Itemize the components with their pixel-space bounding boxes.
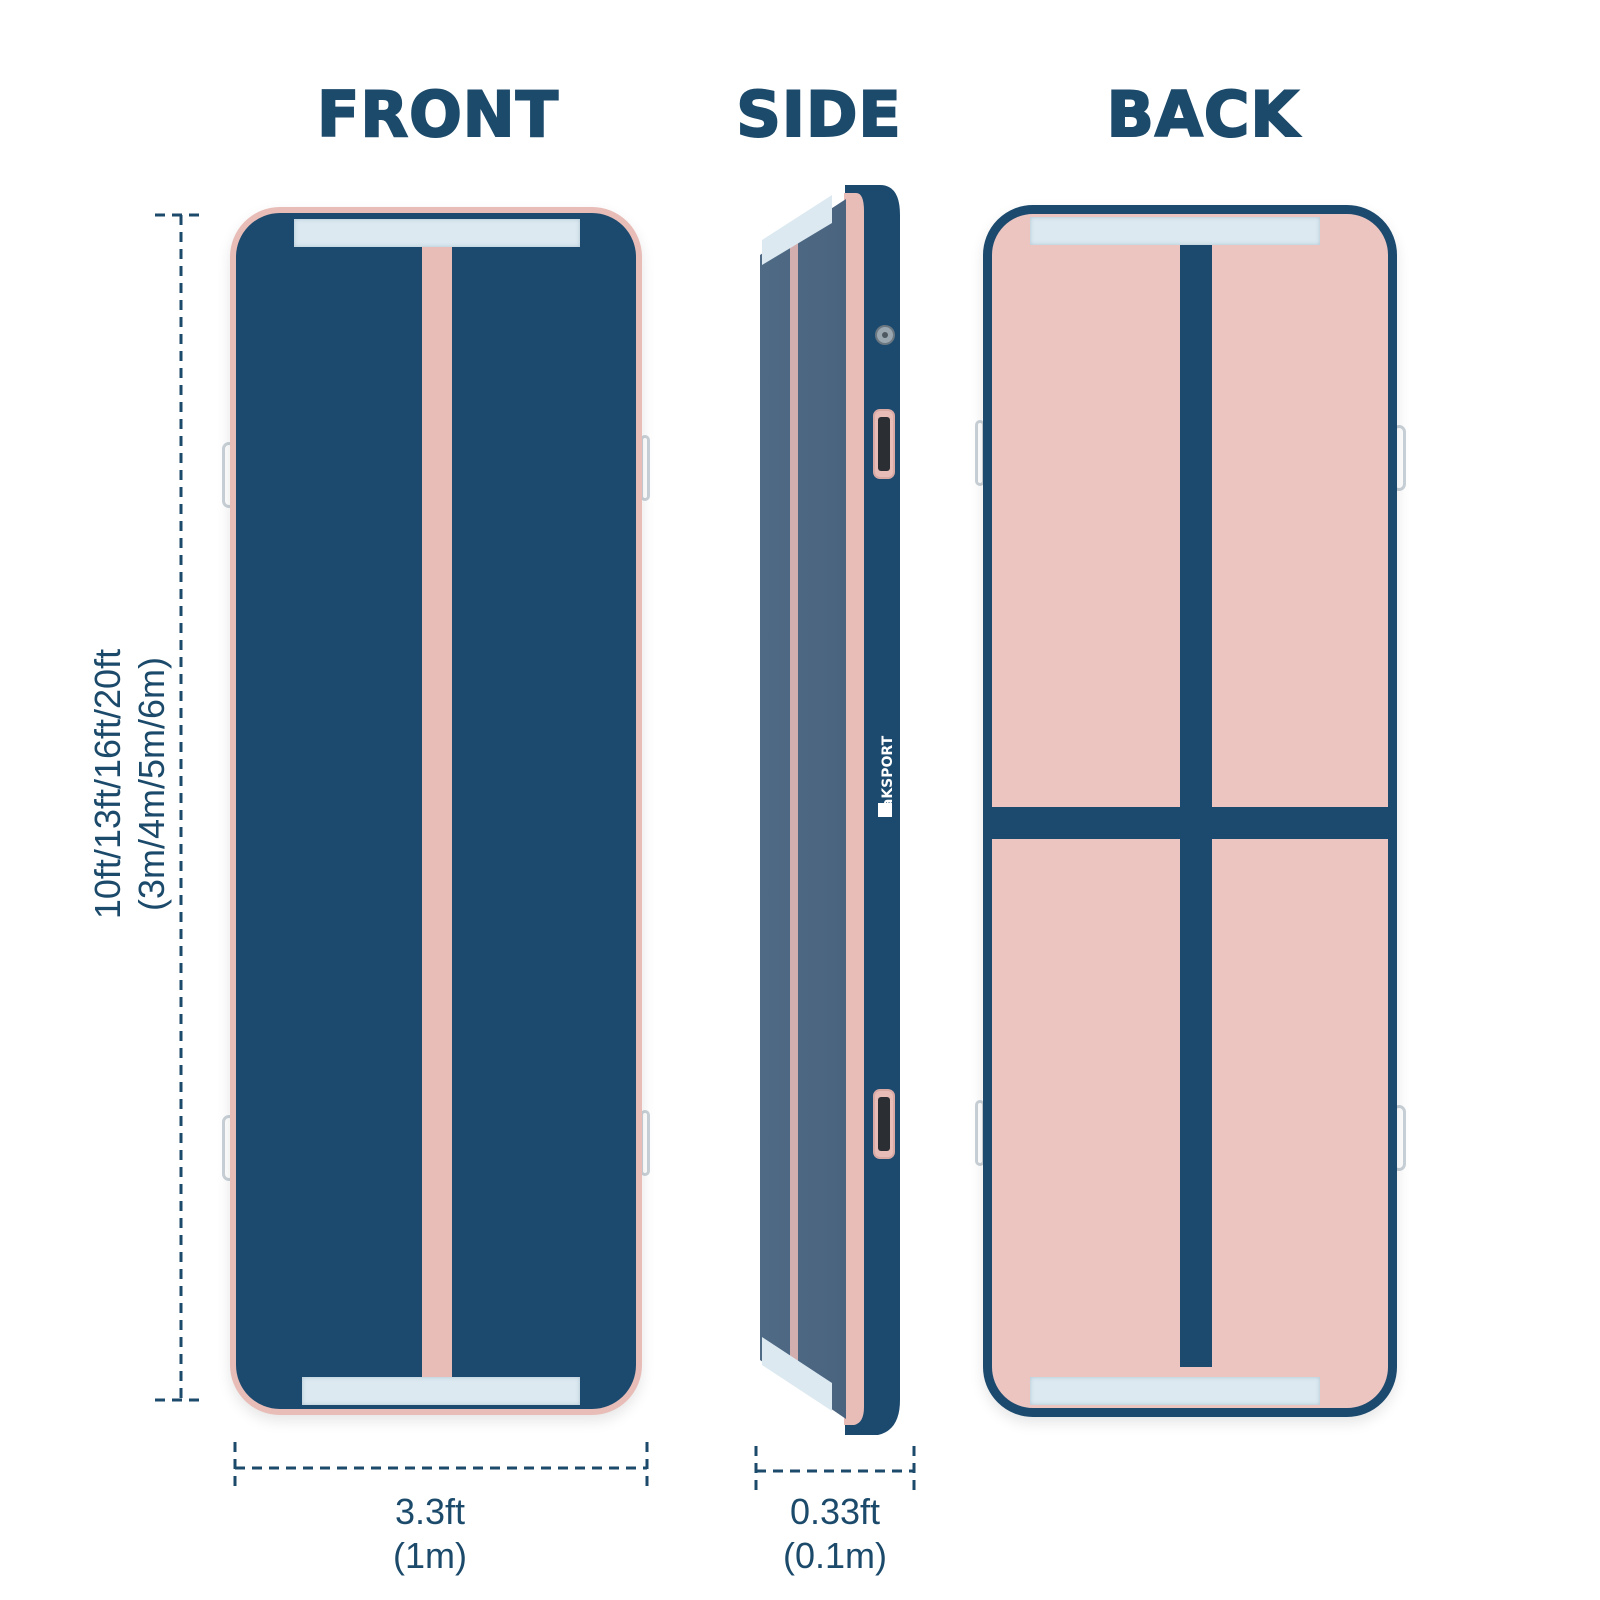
- back-mat: [983, 205, 1397, 1417]
- width-label: 3.3ft (1m): [330, 1490, 530, 1578]
- back-heading: BACK: [1106, 77, 1300, 152]
- length-m-text: (3m/4m/5m/6m): [131, 656, 172, 912]
- length-ft-text: 10ft/13ft/16ft/20ft: [87, 648, 128, 920]
- length-label: 10ft/13ft/16ft/20ft (3m/4m/5m/6m): [86, 619, 174, 949]
- width-m-text: (1m): [393, 1535, 467, 1576]
- back-horizontal-stripe: [992, 807, 1388, 839]
- thickness-label: 0.33ft (0.1m): [735, 1490, 935, 1578]
- front-mat: [230, 207, 642, 1415]
- front-heading: FRONT: [316, 77, 559, 152]
- center-stripe: [422, 247, 452, 1379]
- back-vertical-stripe: [1180, 245, 1212, 1367]
- thickness-ft-text: 0.33ft: [789, 1491, 881, 1532]
- width-ft-text: 3.3ft: [394, 1491, 466, 1532]
- velcro-strip: [1030, 1377, 1320, 1405]
- velcro-strip: [302, 1377, 580, 1405]
- side-brand-logo: aKSPORT: [880, 735, 896, 809]
- velcro-strip: [1030, 217, 1320, 245]
- thickness-m-text: (0.1m): [782, 1535, 887, 1576]
- side-mat: [760, 185, 900, 1435]
- velcro-strip: [294, 219, 580, 247]
- side-heading: SIDE: [735, 77, 902, 152]
